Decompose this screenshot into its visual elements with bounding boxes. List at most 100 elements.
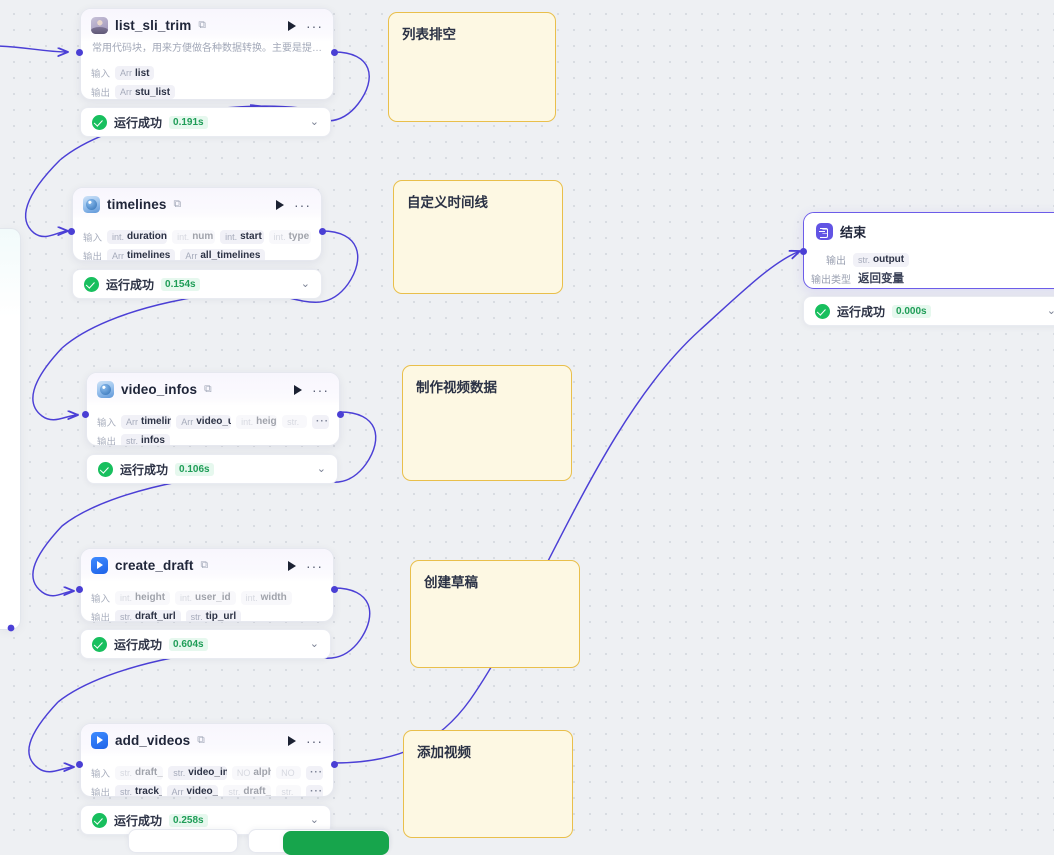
output-chip[interactable]: str. infos: [121, 433, 170, 446]
run-node-button[interactable]: [288, 20, 296, 31]
node-more-icon[interactable]: ···: [306, 732, 323, 749]
port-in-timelines[interactable]: [68, 228, 75, 235]
node-timelines[interactable]: timelines ⧉ ··· 输入 int. duration int. nu…: [72, 187, 322, 261]
port-in-end[interactable]: [800, 248, 807, 255]
copy-icon[interactable]: ⧉: [197, 734, 205, 747]
node-outputs-row: 输出 str. draft_url str. tip_url: [91, 609, 323, 621]
chevron-down-icon[interactable]: ⌄: [1046, 304, 1054, 317]
input-chip[interactable]: str. draft_url: [115, 765, 164, 780]
input-chip[interactable]: int. width: [240, 590, 292, 605]
port-out-add_videos[interactable]: [331, 761, 338, 768]
sticky-note-4[interactable]: 创建草稿: [410, 560, 580, 668]
port-out-timelines[interactable]: [319, 228, 326, 235]
port-in-add_videos[interactable]: [76, 761, 83, 768]
input-overflow-icon[interactable]: ···: [306, 765, 323, 780]
input-chip[interactable]: int. user_id: [175, 590, 236, 605]
sticky-note-3[interactable]: 制作视频数据: [402, 365, 572, 481]
node-add_videos[interactable]: add_videos ⧉ ··· 输入 str. draft_url str. …: [80, 723, 334, 797]
input-chip-truncated[interactable]: str.: [282, 415, 308, 428]
chevron-down-icon[interactable]: ⌄: [309, 637, 319, 650]
run-node-button[interactable]: [288, 735, 296, 746]
copy-icon[interactable]: ⧉: [198, 19, 206, 32]
output-chip[interactable]: Arr all_timelines: [180, 248, 266, 260]
node-video_infos[interactable]: video_infos ⧉ ··· 输入 Arr timelines Arr v…: [86, 372, 340, 446]
node-more-icon[interactable]: ···: [306, 17, 323, 34]
sticky-note-text: 列表排空: [402, 27, 456, 42]
status-list_sli_trim[interactable]: 运行成功 0.191s ⌄: [80, 107, 331, 137]
node-outputs-row: 输出 str. track_id Arr video_ids str. draf…: [91, 784, 323, 796]
node-title: create_draft: [115, 558, 194, 573]
input-chip[interactable]: Arr timelines: [121, 414, 172, 429]
copy-icon[interactable]: ⧉: [204, 383, 212, 396]
node-more-icon[interactable]: ···: [294, 196, 311, 213]
port-in-create_draft[interactable]: [76, 586, 83, 593]
left-side-panel[interactable]: [0, 228, 21, 630]
chip-type: str.: [858, 254, 871, 265]
chip-type: Arr: [112, 250, 125, 261]
status-create_draft[interactable]: 运行成功 0.604s ⌄: [80, 629, 331, 659]
sticky-note-5[interactable]: 添加视频: [403, 730, 573, 838]
port-in-video_infos[interactable]: [82, 411, 89, 418]
node-more-icon[interactable]: ···: [306, 557, 323, 574]
input-chip[interactable]: int. type: [268, 229, 311, 244]
input-overflow-icon[interactable]: ···: [312, 414, 329, 429]
chip-name: duration: [127, 231, 168, 242]
copy-icon[interactable]: ⧉: [173, 198, 181, 211]
end-output-type-row: 输出类型 返回变量: [811, 270, 1054, 286]
output-chip[interactable]: Arr stu_list: [115, 85, 176, 99]
chip-type: int.: [273, 231, 286, 242]
output-chip[interactable]: str. draft_url: [223, 784, 272, 796]
input-chip[interactable]: int. height: [115, 590, 171, 605]
run-node-button[interactable]: [276, 199, 284, 210]
input-chip[interactable]: str. video_infos: [168, 765, 227, 780]
sticky-note-2[interactable]: 自定义时间线: [393, 180, 563, 294]
output-chip[interactable]: Arr video_ids: [166, 784, 219, 796]
sticky-note-1[interactable]: 列表排空: [388, 12, 556, 122]
node-end[interactable]: 结束 输出 str. output 输出类型 返回变量: [803, 212, 1054, 289]
node-header: 结束: [804, 213, 1054, 245]
output-chip-truncated[interactable]: str.: [276, 785, 302, 796]
input-chip[interactable]: int. start: [220, 229, 264, 244]
bottom-toolbar-run-pill[interactable]: [283, 831, 389, 855]
status-end[interactable]: 运行成功 0.000s ⌄: [803, 296, 1054, 326]
status-video_infos[interactable]: 运行成功 0.106s ⌄: [86, 454, 338, 484]
chevron-down-icon[interactable]: ⌄: [309, 115, 319, 128]
input-chip[interactable]: Arr list: [115, 66, 155, 80]
node-list_sli_trim[interactable]: list_sli_trim ⧉ ··· 常用代码块，用来方便做各种数据转换。主要…: [80, 8, 334, 100]
copy-icon[interactable]: ⧉: [200, 559, 209, 572]
node-create_draft[interactable]: create_draft ⧉ ··· 输入 int. height int. u…: [80, 548, 334, 622]
status-text: 运行成功: [114, 637, 163, 652]
chip-name: stu_list: [135, 86, 171, 98]
port-in-list_sli_trim[interactable]: [76, 49, 83, 56]
success-check-icon: [815, 303, 830, 319]
status-timelines[interactable]: 运行成功 0.154s ⌄: [72, 269, 322, 299]
port-out-list_sli_trim[interactable]: [331, 49, 338, 56]
chevron-down-icon[interactable]: ⌄: [316, 462, 326, 475]
input-chip[interactable]: int. num: [172, 229, 216, 244]
chip-name: infos: [141, 435, 165, 446]
input-chip[interactable]: NO alpha: [231, 765, 272, 780]
node-more-icon[interactable]: ···: [312, 381, 329, 398]
chevron-down-icon[interactable]: ⌄: [300, 277, 310, 290]
output-chip[interactable]: Arr timelines: [107, 248, 176, 261]
output-overflow-icon[interactable]: ···: [306, 784, 323, 796]
input-chip[interactable]: int. duration: [107, 229, 168, 244]
node-outputs-row: 输出 Arr timelines Arr all_timelines: [83, 248, 311, 261]
output-chip[interactable]: str. draft_url: [115, 609, 181, 621]
run-node-button[interactable]: [294, 384, 302, 395]
port-out-video_infos[interactable]: [337, 411, 344, 418]
bottom-toolbar-pill-1[interactable]: [128, 829, 238, 853]
input-chip-truncated[interactable]: NO: [276, 766, 302, 779]
port-out-create_draft[interactable]: [331, 586, 338, 593]
output-chip[interactable]: str. tip_url: [185, 609, 242, 621]
chevron-down-icon[interactable]: ⌄: [309, 813, 319, 826]
node-description: 常用代码块，用来方便做各种数据转换。主要是提取列表和列…: [92, 43, 333, 54]
run-node-button[interactable]: [288, 560, 296, 571]
success-check-icon: [92, 114, 107, 130]
globe-icon: [83, 196, 100, 213]
output-chip[interactable]: str. track_id: [115, 784, 162, 796]
input-chip[interactable]: int. height: [236, 414, 278, 429]
output-chip[interactable]: str. output: [853, 252, 910, 267]
